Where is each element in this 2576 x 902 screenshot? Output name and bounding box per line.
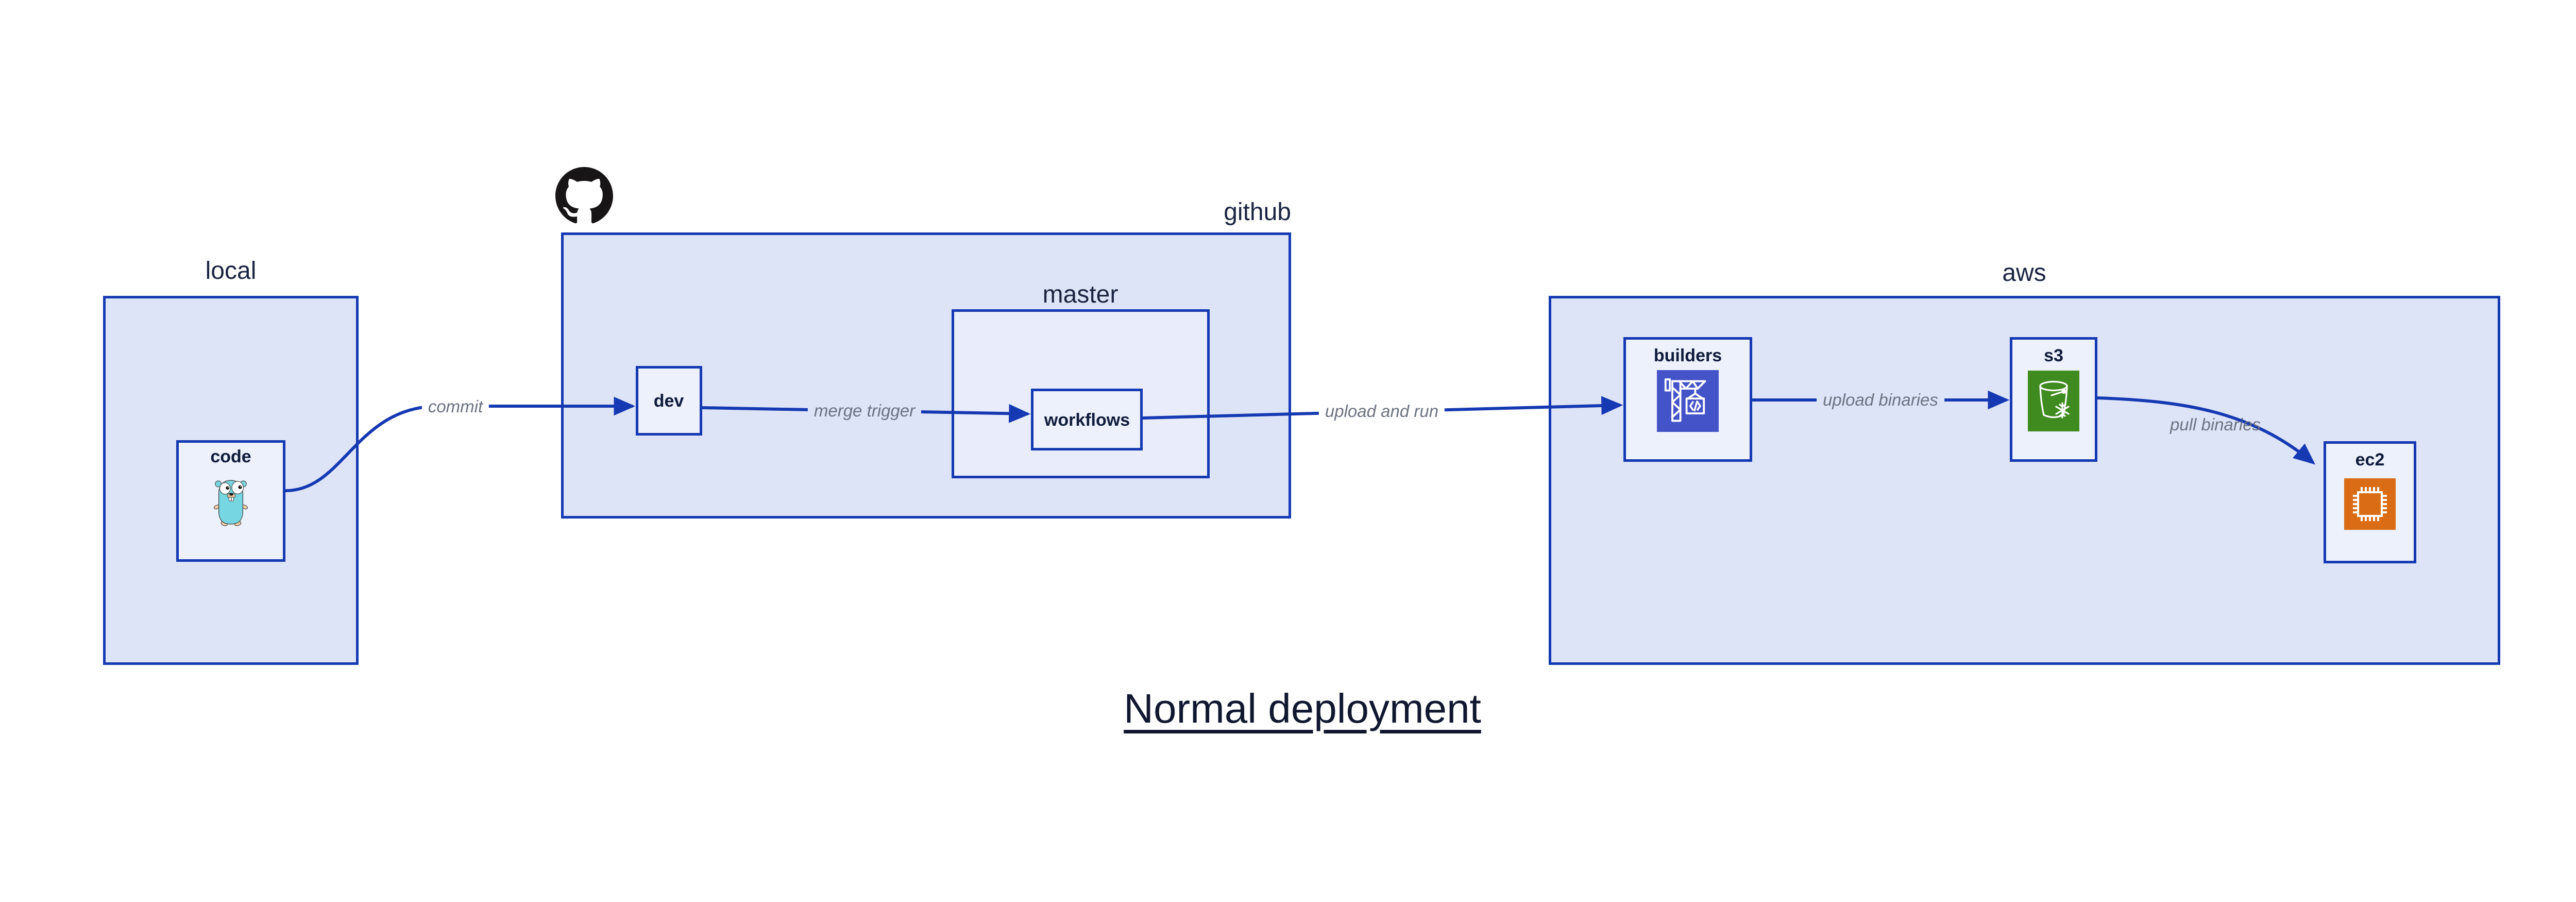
local-label: local (205, 257, 257, 285)
code-label: code (210, 447, 251, 466)
github-octocat-icon (555, 167, 613, 225)
edge-label-upload-and-run: upload and run (1318, 400, 1445, 422)
go-gopher-icon (211, 475, 251, 527)
workflows-label: workflows (1044, 410, 1130, 430)
master-label: master (1042, 281, 1118, 308)
dev-label: dev (653, 391, 684, 411)
s3-label: s3 (2044, 346, 2063, 365)
edge-label-upload-binaries: upload binaries (1817, 389, 1944, 411)
node-dev (636, 366, 702, 436)
edge-label-pull-binaries: pull binaries (2170, 414, 2261, 434)
builders-label: builders (1653, 346, 1722, 365)
aws-s3-glacier-bucket-icon (2028, 371, 2079, 431)
aws-ec2-chip-icon (2344, 478, 2396, 530)
aws-codebuild-icon (1657, 370, 1719, 432)
diagram-title: Normal deployment (1124, 686, 1481, 731)
github-label: github (1224, 198, 1291, 226)
edge-code-to-dev (285, 396, 636, 492)
ec2-label: ec2 (2355, 450, 2385, 470)
node-ec2 (2324, 441, 2416, 563)
node-s3 (2010, 337, 2097, 462)
aws-label: aws (2002, 259, 2046, 287)
node-workflows (1031, 389, 1143, 450)
edge-s3-to-ec2 (2097, 396, 2316, 465)
edge-label-commit: commit (421, 396, 489, 417)
edge-label-merge-trigger: merge trigger (807, 400, 922, 422)
